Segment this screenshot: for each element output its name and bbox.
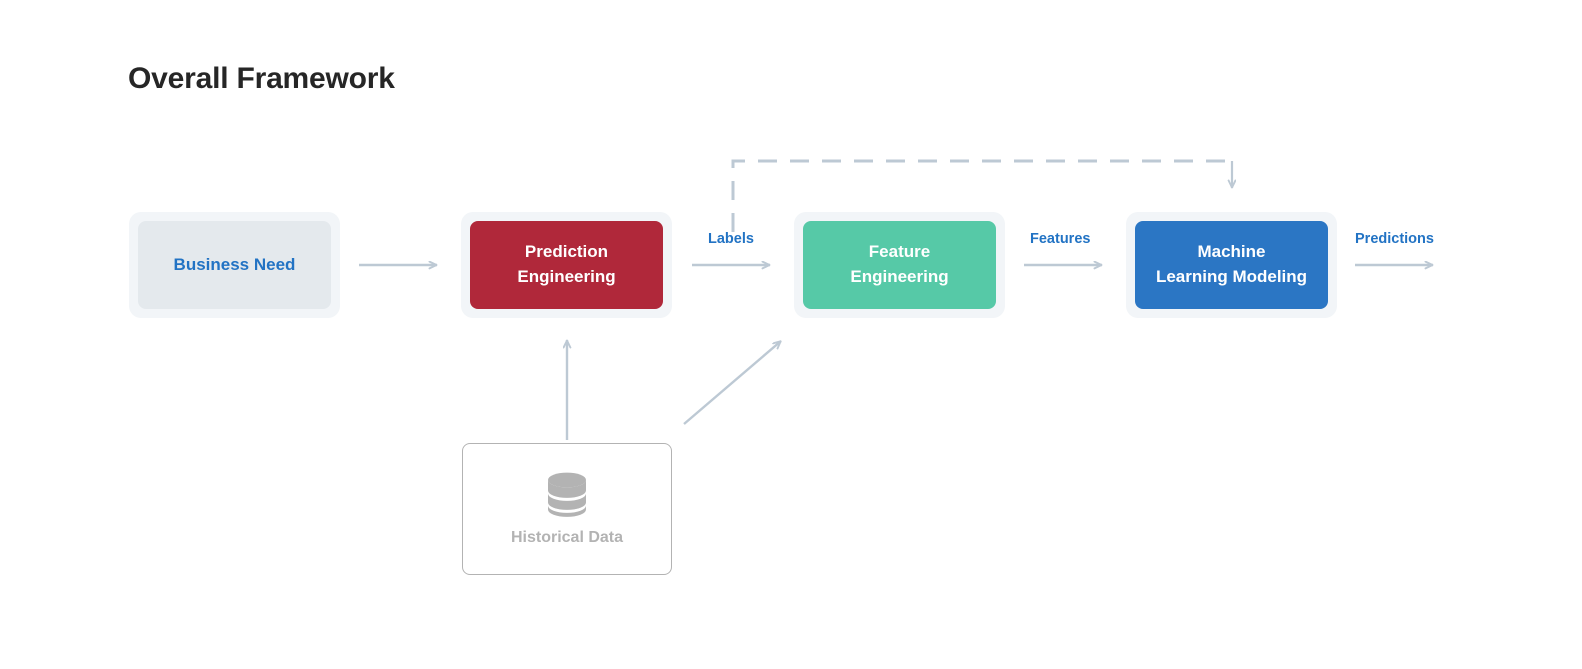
node-feature-engineering-label-line2: Engineering: [850, 267, 949, 286]
database-icon: [548, 472, 586, 517]
node-feature-engineering-box: Feature Engineering: [803, 221, 996, 309]
page-title: Overall Framework: [128, 62, 395, 95]
node-business-need[interactable]: Business Need: [129, 212, 340, 318]
node-machine-learning-modeling-label-line2: Learning Modeling: [1155, 267, 1308, 286]
node-business-need-box: Business Need: [138, 221, 331, 309]
node-business-need-label: Business Need: [173, 254, 296, 274]
node-prediction-engineering-box: Prediction Engineering: [470, 221, 663, 309]
edge-historical-to-feature: [683, 340, 782, 425]
node-historical-data[interactable]: Historical Data: [462, 443, 672, 575]
node-prediction-engineering[interactable]: Prediction Engineering: [461, 212, 672, 318]
node-machine-learning-modeling[interactable]: Machine Learning Modeling: [1126, 212, 1337, 318]
edge-label-features: Features: [1030, 231, 1091, 247]
node-historical-data-label: Historical Data: [510, 529, 624, 546]
edge-label-labels: Labels: [708, 231, 754, 247]
node-feature-engineering[interactable]: Feature Engineering: [794, 212, 1005, 318]
node-machine-learning-modeling-label-line1: Machine: [1197, 242, 1266, 262]
edge-label-predictions: Predictions: [1355, 231, 1434, 247]
node-prediction-engineering-label-line1: Prediction: [524, 242, 609, 262]
node-machine-learning-modeling-box: Machine Learning Modeling: [1135, 221, 1328, 309]
node-feature-engineering-label-line1: Feature: [868, 242, 931, 262]
node-prediction-engineering-label-line2: Engineering: [517, 267, 616, 286]
